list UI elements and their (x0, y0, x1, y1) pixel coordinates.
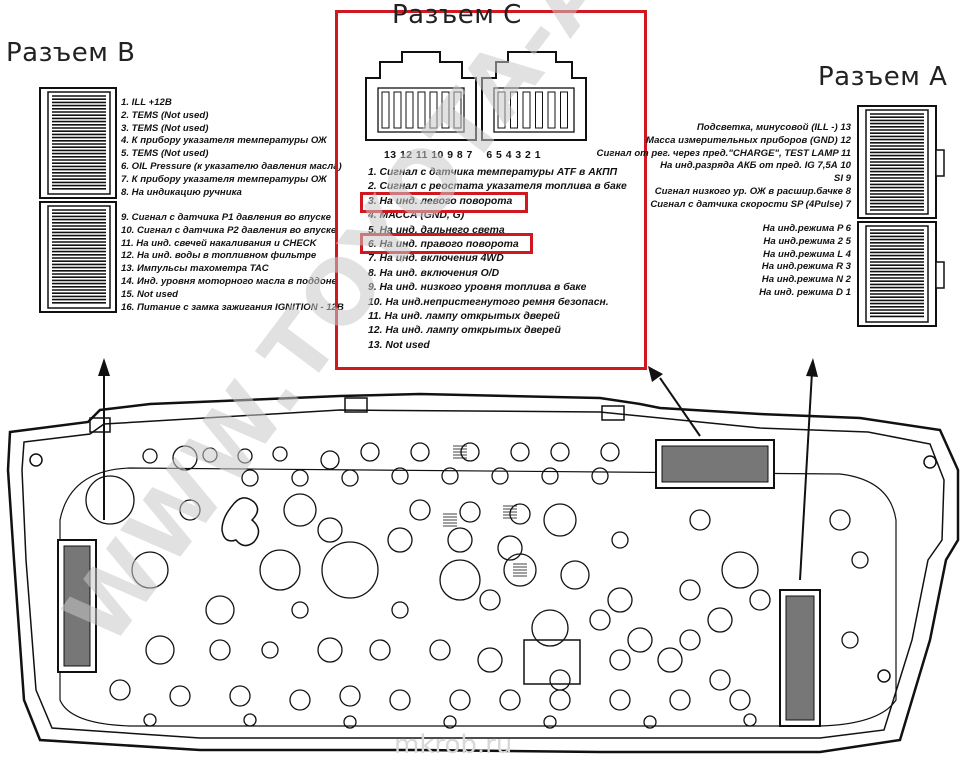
connector-a-pin: На инд. режима D 1 (759, 286, 851, 298)
connector-b-pin: 15. Not used (121, 288, 179, 300)
connector-c-title: Разъем C (392, 0, 522, 30)
connector-a-pin: Сигнал с датчика скорости SP (4Pulse) 7 (650, 198, 851, 210)
footer-watermark: mkrob.ru (394, 730, 513, 760)
connector-b-pin: 11. На инд. свечей накаливания и CHECK (121, 237, 317, 249)
arrow-to-connector-a (799, 358, 818, 581)
connector-c-highlight-frame (335, 10, 647, 370)
connector-c-pin-list: 1. Сигнал с датчика температуры ATF в АК… (368, 166, 627, 353)
connector-c-pin: 12. На инд. лампу открытых дверей (368, 325, 561, 337)
connector-b-pin: 16. Питание с замка зажигания IGNITION -… (121, 301, 344, 313)
arrow-to-connector-c (648, 366, 701, 437)
connector-b-pin-list-bottom: 9. Сигнал с датчика P1 давления во впуск… (121, 212, 344, 314)
connector-c-pin: 4. МАССА (GND, G) (368, 210, 465, 222)
connector-b-pin: 2. TEMS (Not used) (121, 109, 209, 121)
connector-c-pin-left-turn: 3. На инд. левого поворота (368, 195, 513, 207)
right-turn-highlight (360, 233, 533, 254)
left-turn-highlight (360, 192, 528, 213)
connector-c-pin-right-turn: 6. На инд. правого поворота (368, 239, 519, 251)
connector-b-pin: 14. Инд. уровня моторного масла в поддон… (121, 275, 337, 287)
connector-c-pin: 7. На инд. включения 4WD (368, 253, 504, 265)
connector-c-pin-numbers: 13 12 11 10 9 8 7 6 5 4 3 2 1 (384, 150, 541, 161)
connector-a-pin: Сигнал от рег. через пред."CHARGE", TEST… (596, 147, 851, 159)
connector-b-pin: 7. К прибору указателя температуры ОЖ (121, 173, 327, 185)
connector-c-pin: 2. Сигнал с реостата указателя топлива в… (368, 181, 627, 193)
connector-b-pin: 12. На инд. воды в топливном фильтре (121, 250, 317, 262)
connector-c-pin: 10. На инд.непристегнутого ремня безопас… (368, 296, 609, 308)
connector-a-pin: На инд.разряда АКБ от пред. IG 7,5А 10 (660, 160, 851, 172)
connector-a-pin: Масса измерительных приборов (GND) 12 (645, 134, 851, 146)
connector-a-pin: Сигнал низкого ур. ОЖ в расшир.бачке 8 (654, 185, 851, 197)
connector-b-pin: 6. OIL Pressure (к указателю давления ма… (121, 160, 342, 172)
connector-b-pin: 8. На индикацию ручника (121, 186, 242, 198)
connector-a-pin-list-bottom: На инд.режима P 6 На инд.режима 2 5 На и… (759, 223, 851, 300)
connector-a-pin: На инд.режима P 6 (762, 223, 851, 234)
cluster-connector-b (57, 539, 97, 673)
connector-b-pin: 9. Сигнал с датчика P1 давления во впуск… (121, 212, 331, 223)
connector-c-pin: 9. На инд. низкого уровня топлива в баке (368, 282, 587, 294)
connector-c-pin: 8. На инд. включения O/D (368, 267, 500, 279)
connector-a-pin: На инд.режима L 4 (763, 248, 851, 260)
connector-a-pin: SI 9 (833, 173, 851, 185)
connector-a-pin: На инд.режима N 2 (761, 274, 851, 286)
connector-a-pin: Подсветка, минусовой (ILL -) 13 (696, 122, 851, 133)
connector-c-pin: 11. На инд. лампу открытых дверей (368, 311, 561, 323)
connector-b-pin: 1. ILL +12В (121, 97, 172, 108)
cluster-connector-c (655, 439, 775, 489)
connector-b-pin-list-top: 1. ILL +12В 2. TEMS (Not used) 3. TEMS (… (121, 97, 342, 199)
connector-b-pin: 10. Сигнал с датчика P2 давления во впус… (121, 224, 337, 236)
connector-c-pin: 5. На инд. дальнего света (368, 224, 505, 236)
connector-b-pin: 5. TEMS (Not used) (121, 148, 209, 160)
connector-a-pin: На инд.режима R 3 (761, 261, 851, 273)
connector-c-pin: 13. Not used (368, 339, 430, 351)
connector-c-pin: 1. Сигнал с датчика температуры ATF в АК… (368, 167, 618, 178)
arrow-to-connector-b (98, 358, 110, 520)
connector-a-title: Разъем A (818, 62, 948, 92)
connector-a-pin-list-top: Подсветка, минусовой (ILL -) 13 Масса из… (597, 122, 851, 212)
connector-b-pin: 13. Импульсы тахометра TAC (121, 263, 269, 275)
connector-a-pin: На инд.режима 2 5 (763, 235, 851, 247)
connector-b-pin: 4. К прибору указателя температуры ОЖ (121, 135, 327, 147)
cluster-connector-a (779, 589, 821, 727)
connector-b-title: Разъем B (6, 38, 136, 68)
connector-b-pin: 3. TEMS (Not used) (121, 122, 209, 134)
cluster-housing-outline (6, 392, 960, 754)
